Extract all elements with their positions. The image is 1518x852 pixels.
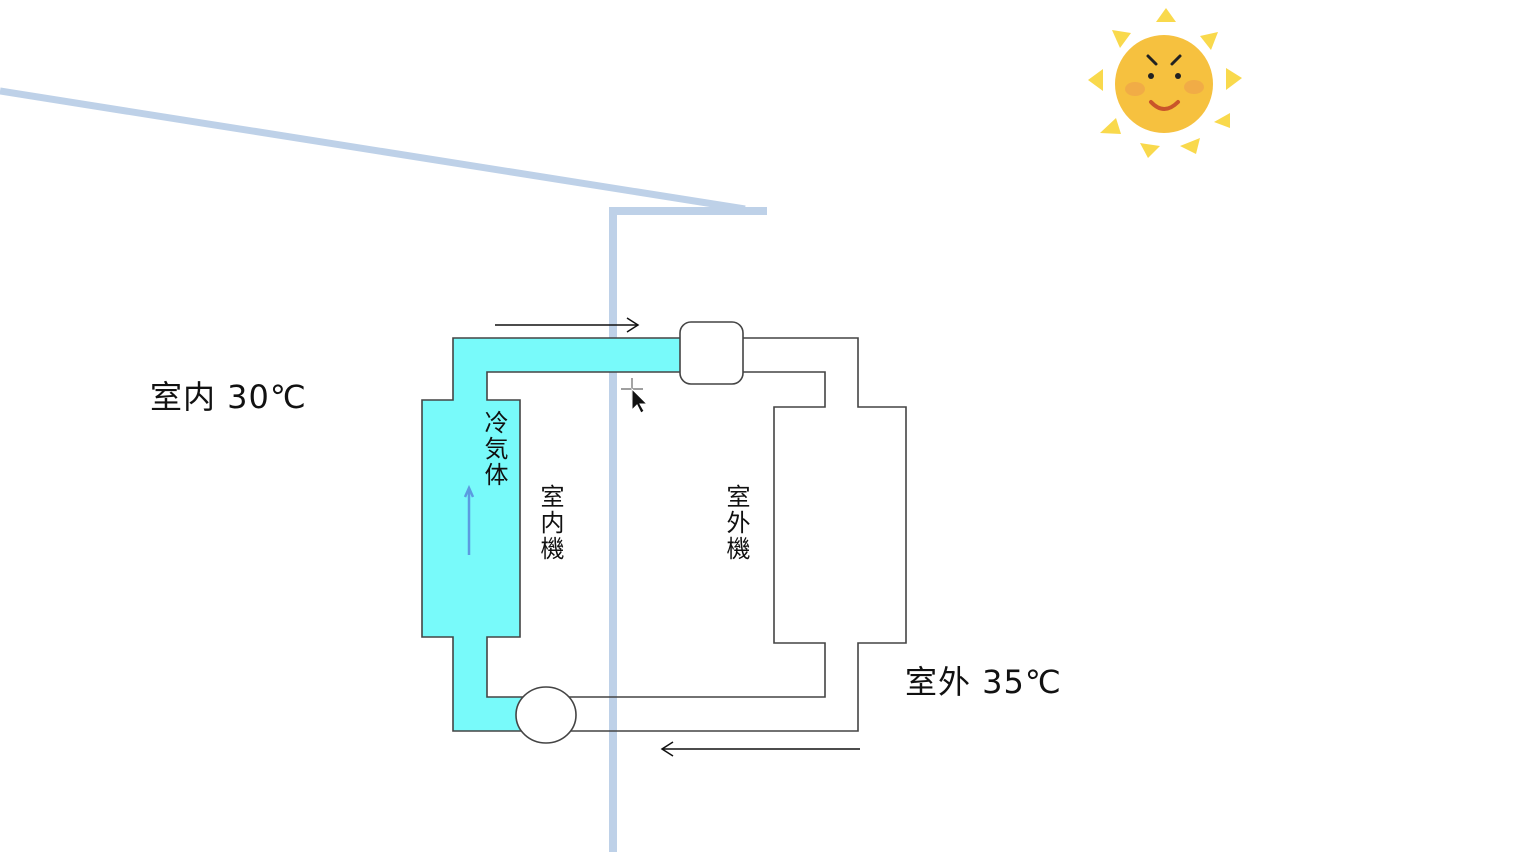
cursor-move-icon xyxy=(621,378,649,414)
outdoor-unit-label: 室外機 xyxy=(722,484,750,562)
flow-arrow-bottom xyxy=(660,741,860,757)
roof-line xyxy=(0,87,746,213)
expansion-valve xyxy=(515,686,577,744)
flow-arrow-up-blue xyxy=(463,484,475,555)
outdoor-temperature-label: 室外 35℃ xyxy=(905,663,1062,701)
cold-gas-region xyxy=(422,338,690,731)
compressor xyxy=(679,321,744,385)
cold-gas-label: 冷気体 xyxy=(480,410,508,488)
wall xyxy=(609,207,767,852)
pipe-inner xyxy=(486,371,826,698)
pipe-outer xyxy=(421,337,907,732)
sun-icon xyxy=(1088,8,1242,158)
indoor-unit-label: 室内機 xyxy=(536,484,564,562)
flow-arrow-top xyxy=(495,317,640,333)
indoor-temperature-label: 室内 30℃ xyxy=(150,378,307,416)
